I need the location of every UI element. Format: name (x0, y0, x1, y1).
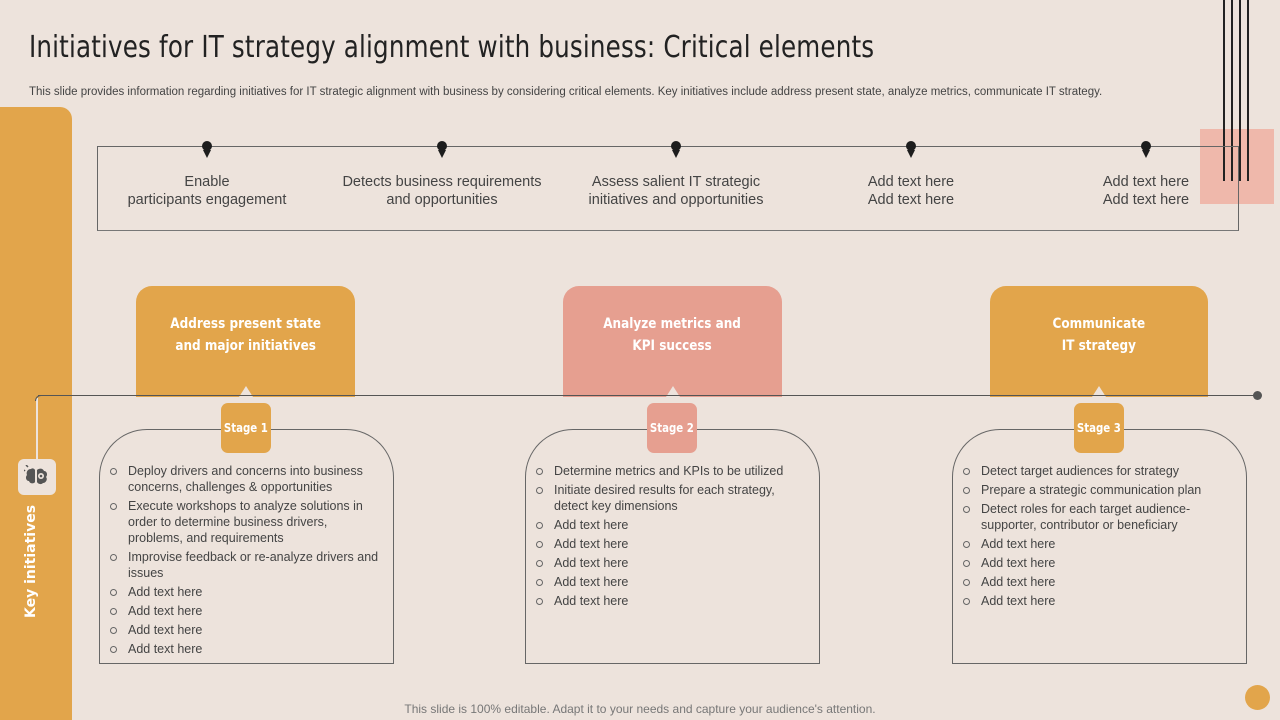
stage-3-card: Detect target audiences for strategy Pre… (952, 429, 1247, 664)
stage-3-list: Detect target audiences for strategy Pre… (963, 463, 1236, 612)
list-item: Add text here (963, 555, 1236, 571)
pin-icon (436, 140, 448, 160)
stage-1-badge: Stage 1 (221, 403, 271, 453)
list-item: Detect target audiences for strategy (963, 463, 1236, 479)
deco-line (1231, 0, 1233, 181)
stage-1-list: Deploy drivers and concerns into busines… (110, 463, 383, 660)
list-item: Add text here (110, 641, 383, 657)
list-item: Determine metrics and KPIs to be utilize… (536, 463, 809, 479)
list-item: Add text here (963, 574, 1236, 590)
stage-1-card: Deploy drivers and concerns into busines… (99, 429, 394, 664)
stage-2-card: Determine metrics and KPIs to be utilize… (525, 429, 820, 664)
list-item: Add text here (536, 536, 809, 552)
list-item: Add text here (963, 593, 1236, 609)
stage-2-list: Determine metrics and KPIs to be utilize… (536, 463, 809, 612)
list-item: Prepare a strategic communication plan (963, 482, 1236, 498)
page-subtitle: This slide provides information regardin… (29, 86, 1103, 98)
list-item: Add text here (110, 622, 383, 638)
card-bottom-line (525, 663, 820, 664)
deco-line (1247, 0, 1249, 181)
footer-note: This slide is 100% editable. Adapt it to… (404, 702, 876, 716)
brain-gear-icon (24, 465, 48, 485)
list-item: Deploy drivers and concerns into busines… (110, 463, 383, 495)
list-item: Add text here (536, 517, 809, 533)
pin-icon (201, 140, 213, 160)
list-item: Improvise feedback or re-analyze drivers… (110, 549, 383, 581)
stage-2-badge: Stage 2 (647, 403, 697, 453)
pin-icon (905, 140, 917, 160)
deco-line (1223, 0, 1225, 181)
side-label: Key initiatives (23, 504, 39, 618)
list-item: Add text here (536, 593, 809, 609)
list-item: Detect roles for each target audience- s… (963, 501, 1236, 533)
stage-3-badge: Stage 3 (1074, 403, 1124, 453)
list-item: Execute workshops to analyze solutions i… (110, 498, 383, 546)
pin-icon (670, 140, 682, 160)
timeline-line (38, 395, 1258, 396)
card-bottom-line (952, 663, 1247, 664)
side-icon-box (18, 459, 56, 495)
top-frame (97, 146, 1239, 231)
list-item: Add text here (536, 574, 809, 590)
list-item: Initiate desired results for each strate… (536, 482, 809, 514)
list-item: Add text here (110, 603, 383, 619)
timeline-end-dot (1253, 391, 1262, 400)
list-item: Add text here (110, 584, 383, 600)
page-title: Initiatives for IT strategy alignment wi… (29, 30, 875, 65)
pin-icon (1140, 140, 1152, 160)
side-connector-line (36, 398, 38, 460)
list-item: Add text here (536, 555, 809, 571)
list-item: Add text here (963, 536, 1236, 552)
deco-rect (1200, 129, 1274, 204)
corner-dot (1245, 685, 1270, 710)
deco-line (1239, 0, 1241, 181)
card-bottom-line (99, 663, 394, 664)
